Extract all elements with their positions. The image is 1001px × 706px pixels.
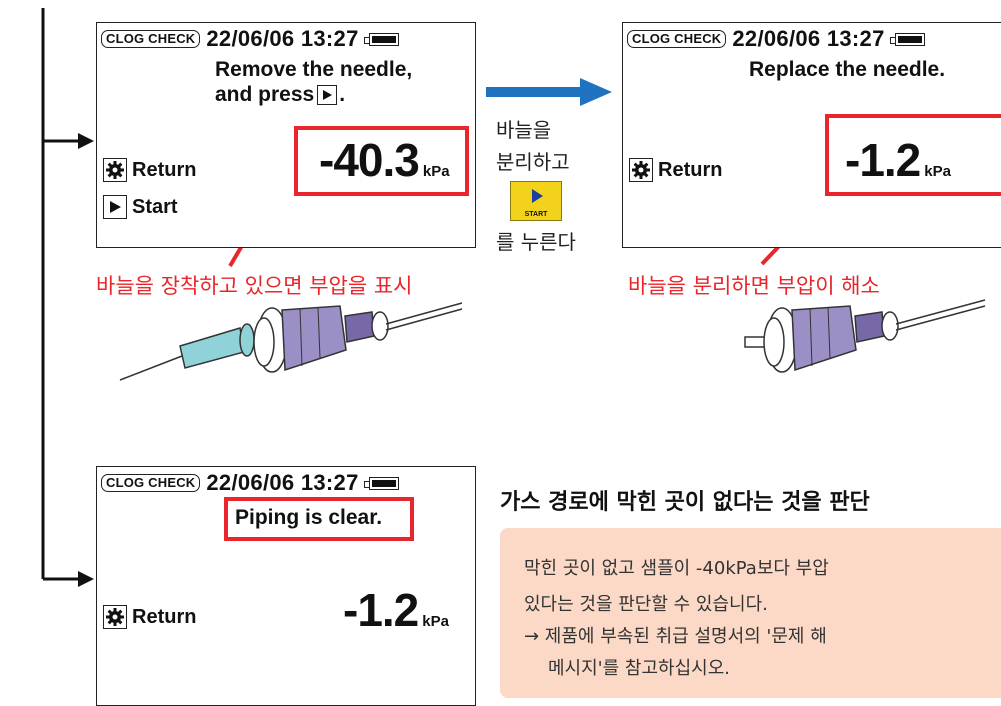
pressure-unit: kPa [422,163,450,180]
screen-header: CLOG CHECK 22/06/06 13:27 [627,26,925,52]
note-line-3: → 제품에 부속된 취급 설명서의 '문제 해 [524,626,827,647]
pressure-value: -1.2 [845,134,921,186]
result-heading: 가스 경로에 막힌 곳이 없다는 것을 판단 [500,490,870,515]
battery-icon [363,476,399,490]
screen-replace-needle: CLOG CHECK 22/06/06 13:27 Replace the ne… [622,22,1001,248]
screen-header: CLOG CHECK 22/06/06 13:27 [101,26,399,52]
gear-icon [629,158,653,182]
pressure-unit: kPa [924,163,951,180]
instruction-line-2: 분리하고 [496,150,570,174]
mode-label: CLOG CHECK [101,474,201,492]
blue-arrow-head [580,78,612,106]
blue-arrow-shaft [486,87,582,97]
status-message: Piping is clear. [235,506,383,529]
screen-remove-needle: CLOG CHECK 22/06/06 13:27 Remove the nee… [96,22,476,248]
message-line-1: Remove the needle, [215,58,413,81]
pressure-highlight-box [825,114,1001,196]
pressure-highlight-box [294,126,469,196]
battery-icon [363,32,399,46]
message-line-2: and press . [215,83,346,106]
start-key-label: START [524,211,548,218]
instruction-line-3: 를 누른다 [496,230,576,254]
return-button[interactable]: Return [629,158,722,182]
play-icon [103,195,127,219]
note-line-4: 메시지'를 참고하십시오. [548,658,730,679]
mode-label: CLOG CHECK [627,30,727,48]
needle-removed-illustration [744,299,986,373]
gear-icon [103,158,127,182]
return-label: Return [132,158,197,181]
instruction-line-1: 바늘을 [496,118,552,142]
start-key-icon: START [510,181,562,221]
caption-needle-attached: 바늘을 장착하고 있으면 부압을 표시 [96,274,413,298]
caption-needle-removed: 바늘을 분리하면 부압이 해소 [628,274,880,298]
pressure-value: -40.3 [319,134,420,186]
return-button[interactable]: Return [103,605,196,629]
screen-header: CLOG CHECK 22/06/06 13:27 [101,470,399,496]
return-label: Return [132,605,197,628]
instruction-message: Remove the needle, and press . [215,57,412,107]
pressure-value: -1.2 [343,584,419,636]
play-icon [317,84,338,105]
needle-with-tip-illustration [119,302,463,381]
battery-icon [889,32,925,46]
return-button[interactable]: Return [103,158,196,182]
pressure-unit: kPa [422,613,449,630]
datetime: 22/06/06 13:27 [206,26,359,51]
mode-label: CLOG CHECK [101,30,201,48]
return-label: Return [658,158,723,181]
instruction-message: Replace the needle. [749,58,946,81]
note-line-2: 있다는 것을 판단할 수 있습니다. [524,594,768,615]
datetime: 22/06/06 13:27 [206,470,359,495]
start-button[interactable]: Start [103,195,178,219]
message-highlight-box [224,497,414,541]
message-line-2-text: and press [215,83,315,106]
note-line-1: 막힌 곳이 없고 샘플이 -40kPa보다 부압 [524,558,829,579]
screen-piping-clear: CLOG CHECK 22/06/06 13:27 Piping is clea… [96,466,476,706]
start-label: Start [132,195,178,218]
datetime: 22/06/06 13:27 [732,26,885,51]
result-note: 막힌 곳이 없고 샘플이 -40kPa보다 부압 있다는 것을 판단할 수 있습… [500,528,1001,698]
gear-icon [103,605,127,629]
